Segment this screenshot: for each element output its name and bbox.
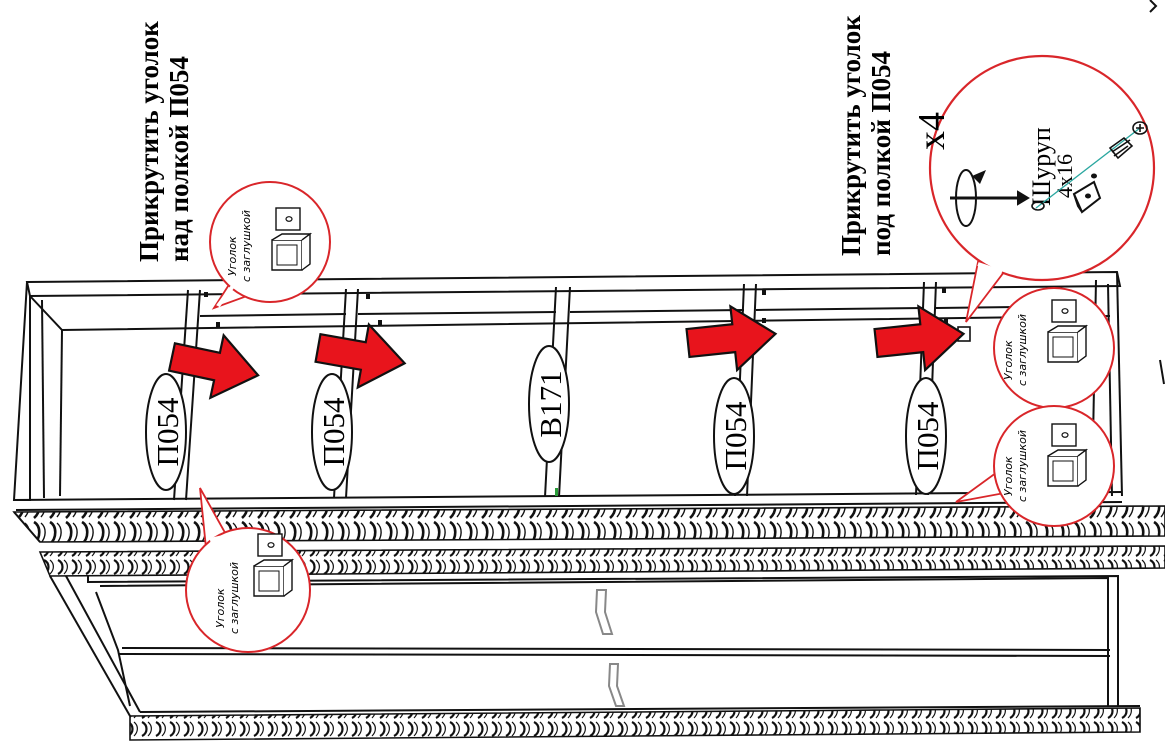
push-arrow-icon [871,300,968,376]
door-handles [594,589,626,707]
instruction-line: под полкой П054 [866,51,896,256]
part-code: П054 [316,397,351,466]
corner-callout-right-lower: Уголок с заглушкой [955,405,1115,527]
callout-text: с заглушкой [1016,430,1029,502]
part-code: П054 [910,401,945,470]
callout-text: Уголок [214,588,227,628]
screw-callout: x4 Шуруп 4x16 [911,54,1156,323]
part-code: П054 [718,401,753,470]
part-label-1: П054 [145,373,187,491]
molding-bottom [129,707,1141,741]
corner-callout-top: Уголок с заглушкой [209,181,331,310]
part-code: В171 [533,370,568,437]
edge-mark [1159,359,1165,385]
instruction-line: Прикрутить уголок [836,15,866,256]
callout-text: с заглушкой [1016,314,1029,386]
push-arrow-icon [683,300,780,376]
screw-name: Шуруп [1027,127,1056,206]
instruction-line: над полкой П054 [164,56,194,262]
instruction-line: Прикрутить уголок [134,21,164,262]
door-panels [49,574,1141,717]
callout-text: Уголок [226,236,239,276]
callout-text: Уголок [1002,340,1015,380]
corner-callout-bottom: Уголок с заглушкой [185,487,311,653]
screwdriver-rotation-icon [950,169,1030,227]
part-label-3: В171 [528,345,570,463]
screw-icon [1031,121,1148,211]
pin-holes [204,288,948,496]
callout-text: Уголок [1002,456,1015,496]
corner-mark [1149,0,1158,13]
part-label-5: П054 [905,377,947,495]
instruction-left: Прикрутить уголок над полкой П054 [134,21,194,262]
corner-bracket-icon [1072,173,1102,214]
screw-quantity: x4 [911,112,953,150]
callout-text: с заглушкой [240,210,253,282]
molding-top [12,505,1165,543]
molding-middle [38,545,1165,577]
part-label-2: П054 [311,373,353,491]
corner-callout-right-upper: Уголок с заглушкой [993,287,1115,409]
callout-text: с заглушкой [228,562,241,634]
screw-size: 4x16 [1052,154,1077,198]
part-code: П054 [150,397,185,466]
part-label-4: П054 [713,377,755,495]
instruction-right: Прикрутить уголок под полкой П054 [836,15,896,256]
